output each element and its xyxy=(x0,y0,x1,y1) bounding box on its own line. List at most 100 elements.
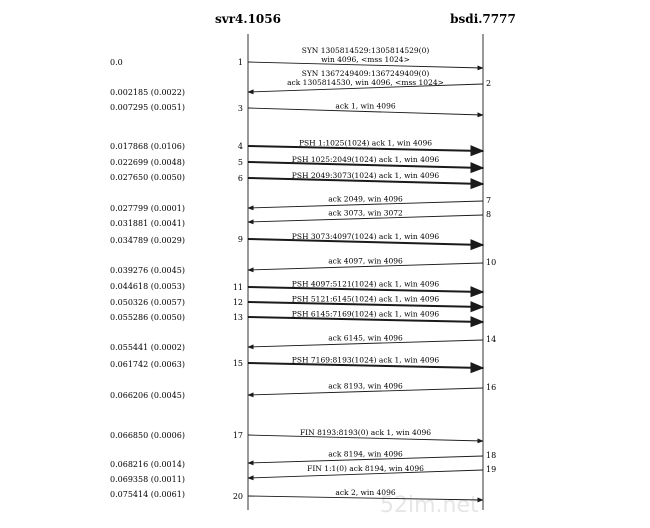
segment-6: 0.027650 (0.0050) 6 PSH 2049:3073(1024) ac… xyxy=(110,171,485,190)
segment-timestamp: 0.031881 (0.0041) xyxy=(110,219,185,228)
segment-arrow xyxy=(247,61,484,71)
segment-number: 5 xyxy=(238,158,243,167)
segment-timestamp: 0.068216 (0.0014) xyxy=(110,460,185,469)
segment-arrow xyxy=(247,83,484,95)
segment-arrow xyxy=(247,145,485,157)
segment-timestamp: 0.002185 (0.0022) xyxy=(110,88,185,97)
segment-timestamp: 0.075414 (0.0061) xyxy=(110,490,185,499)
segment-arrow xyxy=(247,316,485,328)
segment-timestamp: 0.069358 (0.0011) xyxy=(110,475,185,484)
segment-timestamp: 0.027799 (0.0001) xyxy=(110,204,185,213)
segment-number: 3 xyxy=(238,104,243,113)
right-host-label: bsdi.7777 xyxy=(450,12,516,26)
segment-arrow xyxy=(247,301,485,313)
segment-label: ack 8194, win 4096 xyxy=(328,450,403,459)
segment-arrow xyxy=(247,362,485,374)
segment-label: ack 1, win 4096 xyxy=(335,102,395,111)
segment-label: PSH 2049:3073(1024) ack 1, win 4096 xyxy=(292,171,440,180)
watermark: 52im.net xyxy=(380,493,479,518)
segment-number: 16 xyxy=(486,383,496,392)
segment-arrow xyxy=(247,238,485,251)
segment-7: 0.027799 (0.0001) 7 ack 2049, win 4096 xyxy=(110,195,491,214)
segment-label: FIN 1:1(0) ack 8194, win 4096 xyxy=(307,464,424,473)
segment-arrow xyxy=(247,161,485,174)
segment-label: SYN 1305814529:1305814529(0) xyxy=(302,46,430,55)
segment-label: FIN 8193:8193(0) ack 1, win 4096 xyxy=(300,428,431,437)
segment-label: PSH 3073:4097(1024) ack 1, win 4096 xyxy=(292,232,440,241)
segment-timestamp: 0.050326 (0.0057) xyxy=(110,298,185,307)
segment-number: 7 xyxy=(486,196,491,205)
segment-9: 0.034789 (0.0029) 9 PSH 3073:4097(1024) ac… xyxy=(110,232,485,251)
segment-label: ack 1305814530, win 4096, <mss 1024> xyxy=(287,78,444,87)
segment-12: 0.050326 (0.0057) 12 PSH 5121:6145(1024) a… xyxy=(110,295,485,313)
segment-timestamp: 0.022699 (0.0048) xyxy=(110,158,185,167)
segment-arrow xyxy=(247,177,485,190)
segment-timestamp: 0.0 xyxy=(110,58,123,67)
segment-13: 0.055286 (0.0050) 13 PSH 6145:7169(1024) a… xyxy=(110,310,485,328)
segment-label: PSH 4097:5121(1024) ack 1, win 4096 xyxy=(292,280,440,289)
segment-arrow xyxy=(247,495,484,503)
segment-label: ack 6145, win 4096 xyxy=(328,334,403,343)
segment-label: PSH 5121:6145(1024) ack 1, win 4096 xyxy=(292,295,440,304)
segment-label: PSH 6145:7169(1024) ack 1, win 4096 xyxy=(292,310,440,319)
segment-number: 11 xyxy=(233,283,243,292)
segment-timestamp: 0.039276 (0.0045) xyxy=(110,266,185,275)
segment-number: 9 xyxy=(238,235,243,244)
segment-label: ack 8193, win 4096 xyxy=(328,382,403,391)
segments-group: 0.0 1 SYN 1305814529:1305814529(0)win 4096… xyxy=(110,46,496,503)
segment-number: 14 xyxy=(486,335,496,344)
segment-timestamp: 0.061742 (0.0063) xyxy=(110,360,185,369)
segment-11: 0.044618 (0.0053) 11 PSH 4097:5121(1024) a… xyxy=(110,280,485,298)
segment-timestamp: 0.066206 (0.0045) xyxy=(110,391,185,400)
segment-number: 17 xyxy=(233,431,243,440)
segment-arrow xyxy=(247,214,484,225)
segment-label: PSH 1025:2049(1024) ack 1, win 4096 xyxy=(292,155,440,164)
segment-number: 20 xyxy=(233,492,243,501)
segment-number: 4 xyxy=(238,142,243,151)
segment-arrow xyxy=(247,469,484,481)
segment-label: ack 2049, win 4096 xyxy=(328,195,403,204)
segment-arrow xyxy=(247,387,484,398)
segment-timestamp: 0.017868 (0.0106) xyxy=(110,142,185,151)
segment-18: 0.068216 (0.0014) 18 ack 8194, win 4096 xyxy=(110,450,496,470)
segment-number: 10 xyxy=(486,258,496,267)
segment-number: 12 xyxy=(233,298,243,307)
segment-timestamp: 0.055441 (0.0002) xyxy=(110,343,185,352)
segment-arrow xyxy=(247,455,484,466)
segment-label: win 4096, <mss 1024> xyxy=(321,55,410,64)
segment-number: 13 xyxy=(233,313,243,322)
segment-timestamp: 0.034789 (0.0029) xyxy=(110,236,185,245)
segment-arrow xyxy=(247,107,484,118)
segment-arrow xyxy=(247,262,484,273)
segment-number: 15 xyxy=(233,359,243,368)
segment-arrow xyxy=(247,286,485,298)
segment-label: PSH 7169:8193(1024) ack 1, win 4096 xyxy=(292,356,440,365)
segment-4: 0.017868 (0.0106) 4 PSH 1:1025(1024) ack 1… xyxy=(110,139,485,157)
segment-timestamp: 0.044618 (0.0053) xyxy=(110,282,185,291)
segment-14: 0.055441 (0.0002) 14 ack 6145, win 4096 xyxy=(110,334,496,353)
segment-label: ack 3073, win 3072 xyxy=(328,209,403,218)
segment-2: 0.002185 (0.0022) 2 SYN 1367249409:1367249… xyxy=(110,69,491,97)
segment-label: PSH 1:1025(1024) ack 1, win 4096 xyxy=(299,139,432,148)
segment-number: 2 xyxy=(486,79,491,88)
left-host-label: svr4.1056 xyxy=(215,12,281,26)
segment-label: SYN 1367249409:1367249409(0) xyxy=(302,69,430,78)
segment-20: 0.075414 (0.0061) 20 ack 2, win 4096 xyxy=(110,488,484,503)
segment-3: 0.007295 (0.0051) 3 ack 1, win 4096 xyxy=(110,102,484,118)
segment-label: ack 4097, win 4096 xyxy=(328,257,403,266)
segment-timestamp: 0.055286 (0.0050) xyxy=(110,313,185,322)
segment-arrow xyxy=(247,339,484,350)
segment-number: 6 xyxy=(238,174,243,183)
segment-8: 0.031881 (0.0041) 8 ack 3073, win 3072 xyxy=(110,209,491,229)
segment-timestamp: 0.027650 (0.0050) xyxy=(110,173,185,182)
segment-10: 0.039276 (0.0045) 10 ack 4097, win 4096 xyxy=(110,257,496,276)
segment-number: 1 xyxy=(238,58,243,67)
segment-timestamp: 0.007295 (0.0051) xyxy=(110,103,185,112)
segment-16: 0.066206 (0.0045) 16 ack 8193, win 4096 xyxy=(110,382,496,401)
segment-number: 18 xyxy=(486,451,496,460)
segment-label: ack 2, win 4096 xyxy=(335,488,395,497)
segment-number: 8 xyxy=(486,210,491,219)
